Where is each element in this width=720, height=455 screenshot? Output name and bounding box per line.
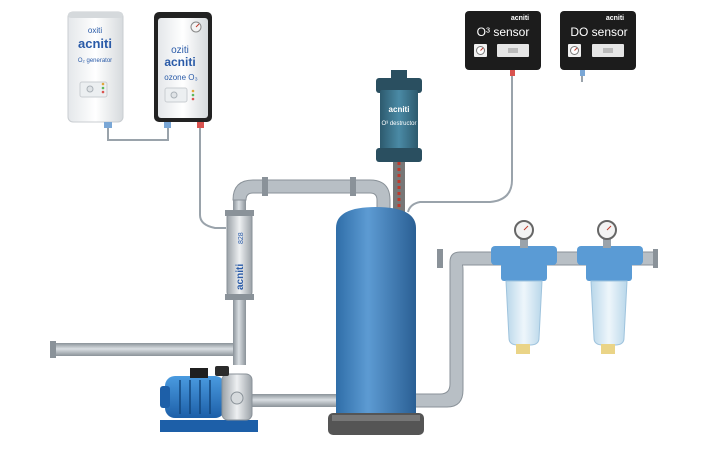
o2-control-panel	[79, 81, 108, 98]
inlet-pipe	[52, 343, 242, 356]
o3-sensor: acniti O³ sensor	[465, 11, 541, 76]
filter-2	[577, 220, 643, 354]
gas-tubes	[107, 75, 583, 229]
o2-generator: oxiti acniti O₂ generator	[67, 11, 124, 128]
ozone-mixer: acniti 828	[225, 210, 254, 300]
o3-sensor-tube	[407, 75, 513, 213]
ozone-power-button[interactable]	[170, 91, 178, 99]
filter-1	[491, 220, 557, 354]
o2-brand-top: oxiti	[88, 26, 102, 35]
destructor-label: O³ destructor	[381, 121, 416, 127]
water-pump	[160, 366, 258, 432]
mixer-model: 828	[238, 232, 245, 244]
o3-sensor-label: O³ sensor	[477, 25, 530, 39]
o3-sensor-brand: acniti	[511, 15, 529, 22]
pump-to-tank-pipe	[245, 394, 340, 407]
ozone-brand-top: oziti	[171, 45, 189, 56]
treatment-tank	[328, 207, 424, 435]
ozone-generator: oziti acniti ozone O₃	[154, 12, 212, 128]
o2-to-ozone-tube	[107, 125, 169, 141]
mixer-brand: acniti	[235, 264, 246, 290]
ozone-to-mixer-tube	[199, 125, 226, 229]
destructor-brand: acniti	[389, 105, 410, 114]
o2-power-button[interactable]	[86, 85, 94, 93]
do-sensor: acniti DO sensor	[560, 11, 636, 76]
ozone-generator-label: ozone O₃	[164, 73, 198, 82]
do-sensor-label: DO sensor	[570, 25, 627, 39]
o2-generator-label: O₂ generator	[78, 58, 112, 64]
ozone-destructor: acniti O³ destructor	[376, 70, 422, 215]
ozone-brand-logo: acniti	[164, 55, 195, 69]
o2-brand-logo: acniti	[78, 36, 112, 51]
do-sensor-brand: acniti	[606, 15, 624, 22]
